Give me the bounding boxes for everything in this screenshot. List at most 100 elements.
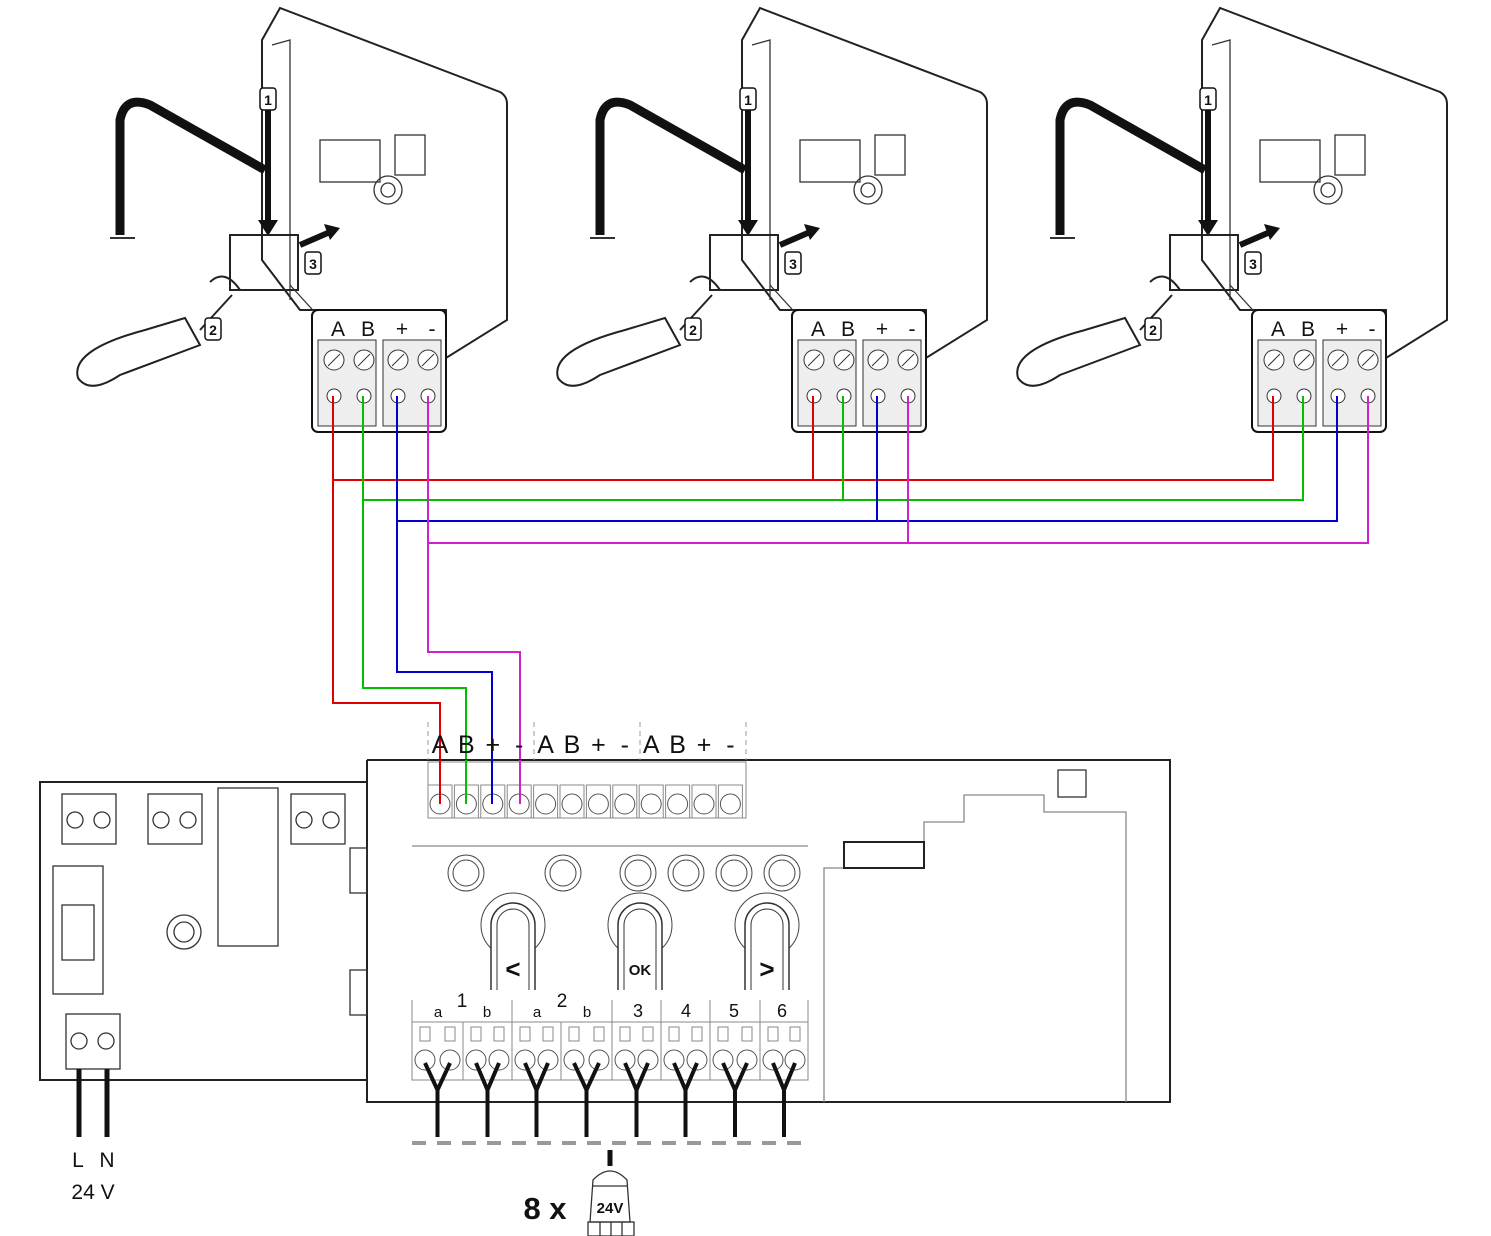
channel-label: a — [434, 1004, 443, 1021]
prev-button[interactable]: < — [480, 892, 546, 990]
controller-buttons: < OK > — [480, 892, 800, 990]
cable — [115, 97, 268, 235]
actuator-count: 8 x — [523, 1191, 567, 1226]
rotate-arrow-icon — [209, 275, 241, 291]
channel-label: b — [483, 1004, 491, 1021]
wire-minus — [427, 396, 521, 800]
channel-label: b — [583, 1004, 591, 1021]
power-label-n: N — [99, 1149, 114, 1172]
step-number: 3 — [1249, 256, 1257, 272]
wire-plus — [396, 396, 493, 800]
button-label: > — [759, 954, 774, 984]
channel-label: 6 — [777, 1001, 787, 1021]
terminal-label: - — [909, 318, 916, 341]
step-badge — [684, 317, 702, 341]
bus-wires — [332, 396, 1369, 800]
terminal-label: B — [841, 318, 855, 341]
bus-terminal-label: + — [591, 731, 606, 759]
step-badge — [739, 87, 757, 111]
actuator-terminal — [511, 1021, 562, 1081]
step-number: 2 — [209, 322, 217, 338]
actuator-voltage: 24V — [597, 1200, 624, 1217]
screw-icon — [295, 811, 313, 829]
step-number: 2 — [1149, 322, 1157, 338]
step-number: 3 — [309, 256, 317, 272]
bus-terminal-label: - — [726, 731, 734, 759]
wire-minus-bus — [428, 396, 1369, 544]
bus-terminal-label: B — [458, 731, 475, 759]
step-badge — [204, 317, 222, 341]
terminal-label: + — [1336, 318, 1348, 341]
channel-label: a — [533, 1004, 542, 1021]
screw-icon — [179, 811, 197, 829]
bus-terminal-label: A — [643, 731, 660, 759]
bus-terminal-label: B — [669, 731, 686, 759]
screw-icon — [66, 811, 84, 829]
step-number: 3 — [789, 256, 797, 272]
step-badge — [1144, 317, 1162, 341]
terminal-label: B — [1301, 318, 1315, 341]
wire-b — [362, 396, 467, 800]
actuator-wire — [672, 1062, 699, 1137]
screwdriver — [556, 316, 682, 387]
button-label: OK — [629, 962, 652, 979]
bus-terminal-label: + — [697, 731, 712, 759]
bus-terminal-label: B — [564, 731, 581, 759]
actuator-wire — [523, 1062, 550, 1137]
terminal-plug — [709, 234, 779, 291]
terminal-label: B — [361, 318, 375, 341]
thermostat-base — [1201, 6, 1448, 360]
power-label-l: L — [72, 1149, 84, 1172]
rotate-arrow-icon — [689, 275, 721, 291]
step-badge — [259, 87, 277, 111]
screw-icon — [152, 811, 170, 829]
actuator-terminal — [660, 1021, 711, 1081]
step-number: 1 — [744, 92, 752, 108]
step-number: 1 — [264, 92, 272, 108]
ok-button[interactable]: OK — [607, 892, 673, 990]
terminal-label: + — [396, 318, 408, 341]
terminal-label: A — [331, 318, 345, 341]
power-terminal — [147, 793, 203, 845]
cable — [1055, 97, 1208, 235]
step-number: 1 — [1204, 92, 1212, 108]
bus-terminal-label: - — [621, 731, 629, 759]
next-button[interactable]: > — [734, 892, 800, 990]
actuator-terminal — [759, 1021, 809, 1081]
actuator-wire — [572, 1062, 601, 1137]
wire-b-bus — [363, 396, 1304, 501]
actuator-wire — [423, 1062, 452, 1137]
wire-a-bus — [333, 396, 1274, 481]
actuator-wire — [474, 1062, 501, 1137]
step-number: 2 — [689, 322, 697, 338]
terminal-label: - — [429, 318, 436, 341]
bus-terminal-label: - — [515, 731, 523, 759]
bus-terminal-label: + — [485, 731, 500, 759]
channel-label: 1 — [457, 991, 468, 1012]
power-terminal — [290, 793, 346, 845]
wire-plus-bus — [397, 396, 1338, 522]
terminal-plug — [229, 234, 299, 291]
step-badge — [1244, 251, 1262, 275]
button-label: < — [505, 954, 520, 984]
terminal-label: - — [1369, 318, 1376, 341]
terminal-label: A — [1271, 318, 1285, 341]
arrow-right-icon — [1238, 229, 1272, 248]
actuator: 24V 8 x — [523, 1150, 635, 1236]
power-voltage: 24 V — [71, 1181, 114, 1204]
terminal-plug — [1169, 234, 1239, 291]
wire-a — [332, 396, 441, 800]
cable — [595, 97, 748, 235]
channel-label: 2 — [557, 991, 568, 1012]
actuator-wire — [771, 1062, 797, 1137]
actuator-terminal — [462, 1021, 513, 1081]
screwdriver — [76, 316, 202, 387]
channel-label: 5 — [729, 1001, 739, 1021]
thermostat-base — [261, 6, 508, 360]
